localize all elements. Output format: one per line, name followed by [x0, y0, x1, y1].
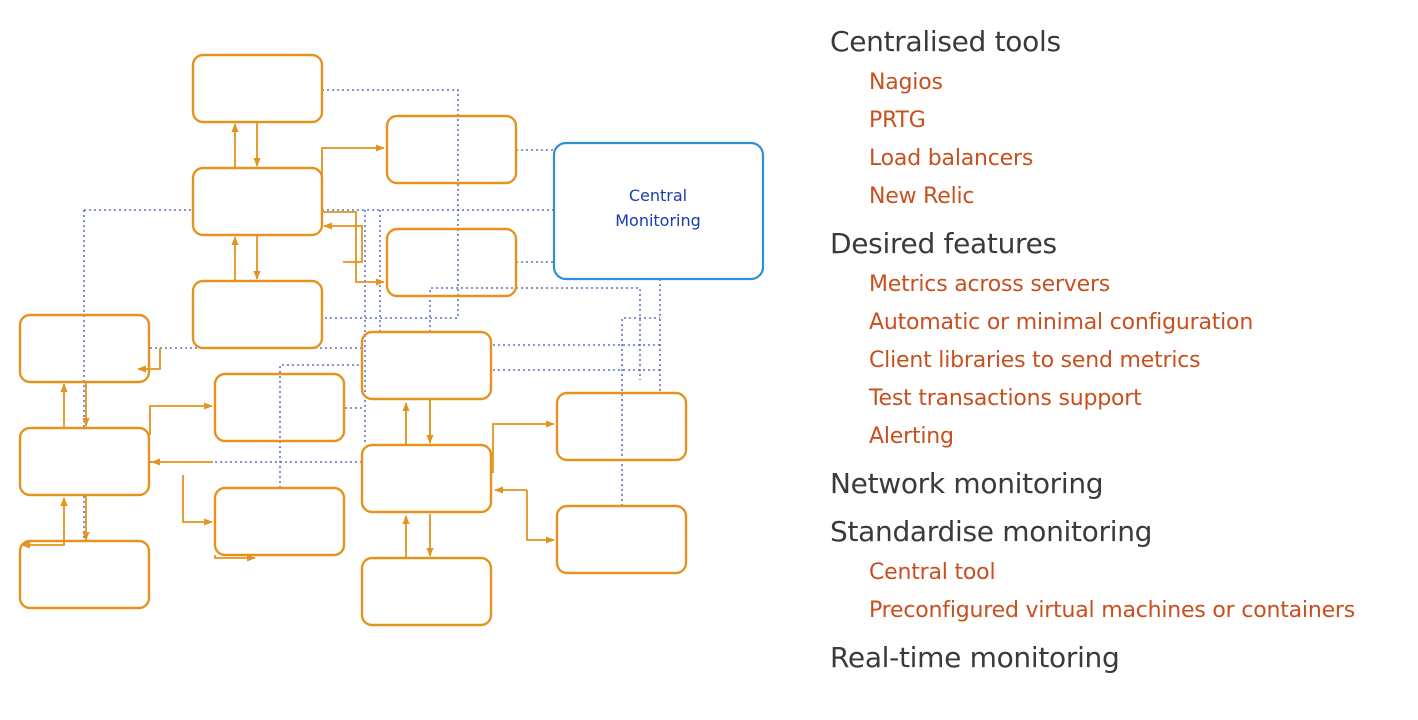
- service-box: [385, 227, 518, 298]
- section-subitem: Load balancers: [869, 146, 1034, 171]
- flow-arrow: [323, 222, 363, 263]
- section-subitem: Automatic or minimal configuration: [869, 310, 1254, 335]
- service-box: [555, 391, 688, 462]
- central-monitoring-box: Central Monitoring: [552, 141, 765, 281]
- architecture-diagram: Central Monitoring: [18, 53, 765, 627]
- flow-arrow: [214, 554, 256, 562]
- service-box: [18, 426, 151, 497]
- flow-arrow: [321, 144, 385, 182]
- central-box-label-line2: Monitoring: [615, 211, 701, 230]
- section-subitem: New Relic: [869, 184, 975, 209]
- flow-arrow: [149, 402, 213, 435]
- flow-arrow: [322, 211, 385, 286]
- flow-arrow: [526, 490, 555, 544]
- section-subitem: PRTG: [869, 108, 926, 133]
- service-box: [191, 166, 324, 237]
- section-subitem: Preconfigured virtual machines or contai…: [869, 598, 1356, 623]
- section-heading: Standardise monitoring: [830, 515, 1153, 548]
- service-box: [360, 443, 493, 514]
- service-box: [18, 313, 151, 384]
- flow-arrow: [492, 420, 555, 473]
- section-subitem: Central tool: [869, 560, 996, 585]
- service-box: [555, 504, 688, 575]
- service-box: [385, 114, 518, 185]
- monitoring-link: [279, 364, 362, 488]
- service-box: [18, 539, 151, 610]
- service-arrows: [21, 122, 555, 562]
- section-heading: Centralised tools: [830, 25, 1061, 58]
- monitoring-link: [322, 89, 459, 319]
- flow-arrow: [21, 541, 65, 549]
- flow-arrow: [182, 475, 213, 526]
- diagram-canvas: Central Monitoring: [18, 53, 765, 627]
- monitoring-link: [621, 317, 660, 506]
- service-box: [213, 486, 346, 557]
- central-box-label-line1: Central: [629, 186, 687, 205]
- service-box: [360, 556, 493, 627]
- section-heading: Desired features: [830, 227, 1057, 260]
- section-subitem: Nagios: [869, 70, 943, 95]
- flow-arrow: [137, 348, 161, 373]
- section-subitem: Client libraries to send metrics: [869, 348, 1201, 373]
- section-subitem: Test transactions support: [869, 386, 1142, 411]
- section-heading: Network monitoring: [830, 467, 1104, 500]
- service-box: [360, 330, 493, 401]
- service-box: [213, 372, 346, 443]
- section-subitem: Metrics across servers: [869, 272, 1111, 297]
- service-box: [191, 53, 324, 124]
- monitoring-link: [429, 287, 641, 380]
- section-subitem: Alerting: [869, 424, 954, 449]
- service-box: [191, 279, 324, 350]
- section-heading: Real-time monitoring: [830, 641, 1120, 674]
- service-boxes: [18, 53, 688, 627]
